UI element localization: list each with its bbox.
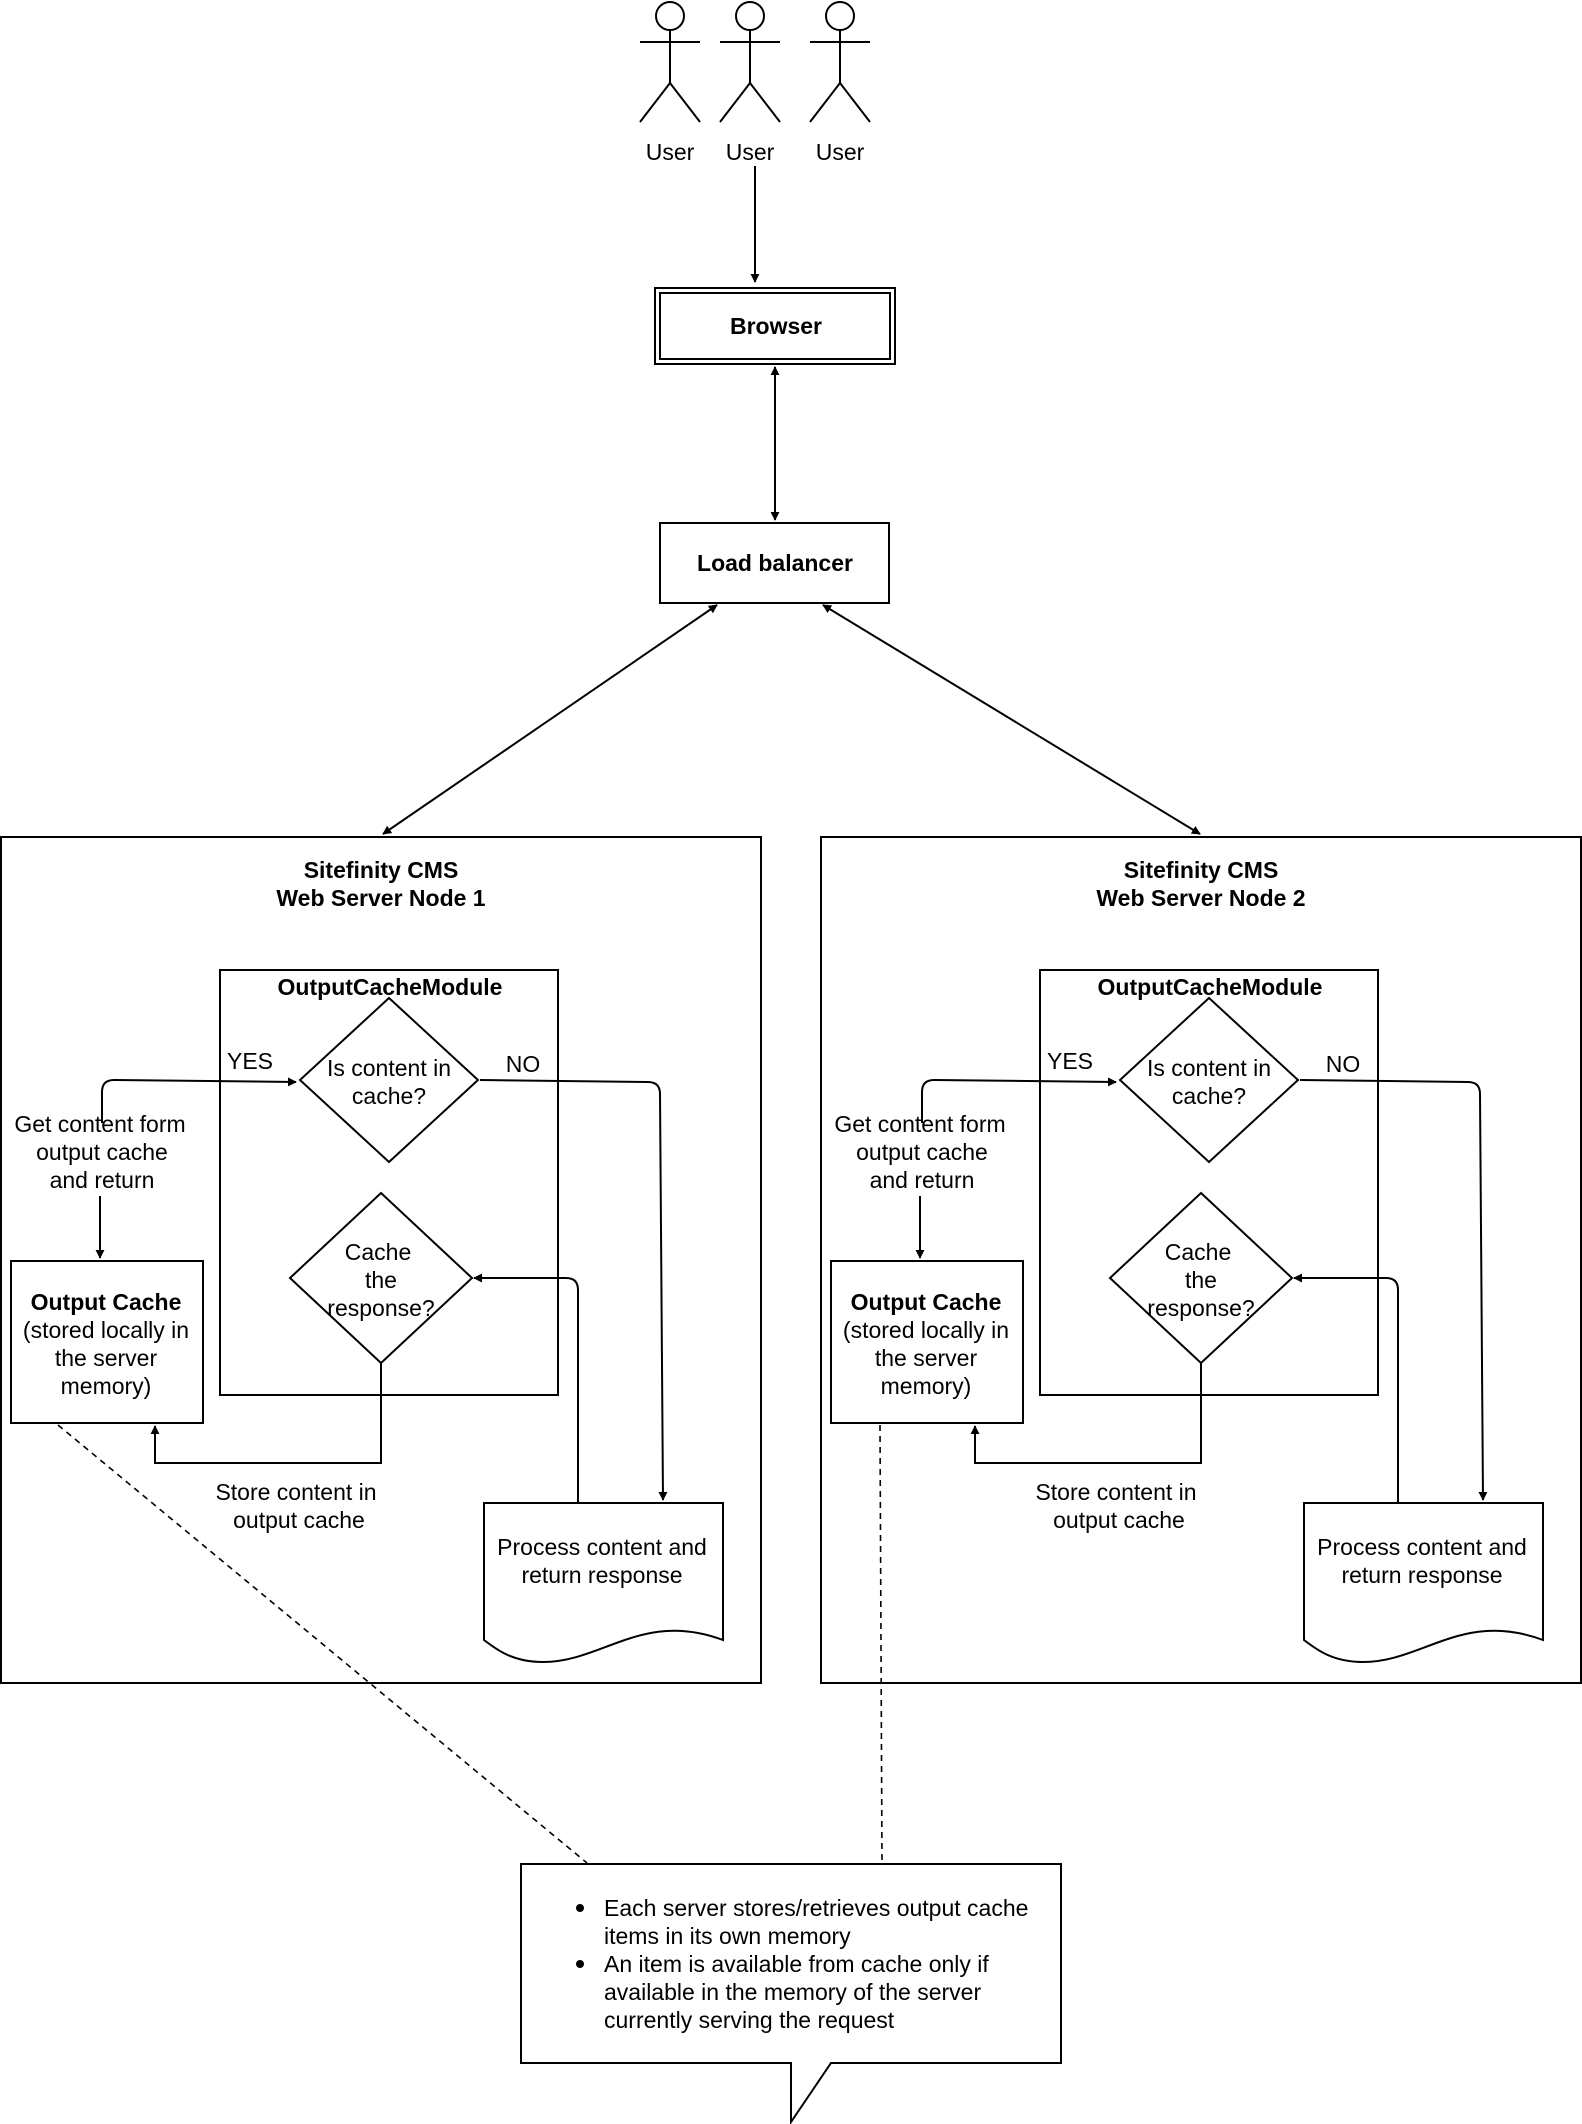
output-cache-box: [830, 1260, 1024, 1424]
output-cache-desc-line-3: memory): [881, 1373, 972, 1399]
loadbalancer-node1-arrow: [382, 604, 718, 835]
store-content-line-1: Store content in: [1035, 1479, 1196, 1505]
node-title-line-2: Web Server Node 2: [1096, 885, 1305, 911]
decision-in-cache-line-2: cache?: [1172, 1083, 1246, 1109]
decision-in-cache-line-1: Is content in: [1147, 1055, 1271, 1081]
yes-arrow: [921, 1077, 1117, 1123]
store-content-arrow: [970, 1363, 1202, 1464]
process-line-1: Process content and: [497, 1534, 707, 1560]
user-label: User: [646, 139, 695, 165]
user-actor-1: User: [639, 1, 701, 165]
node-title-line-1: Sitefinity CMS: [304, 857, 459, 883]
process-line-2: return response: [521, 1562, 682, 1588]
user-label: User: [816, 139, 865, 165]
loadbalancer-node2-arrow: [822, 604, 1201, 835]
process-to-decision-arrow: [473, 1273, 579, 1503]
callout-connector-node-1: [57, 1424, 588, 1864]
store-content-line-2: output cache: [233, 1507, 365, 1533]
user-label: User: [726, 139, 775, 165]
get-content-line-2: output cache: [36, 1139, 168, 1165]
callout-connector-node-2: [879, 1424, 883, 1864]
callout-item-2-line-2: available in the memory of the server: [604, 1979, 981, 2005]
decision-in-cache: [1118, 996, 1300, 1164]
output-cache-module-label: OutputCacheModule: [278, 974, 503, 1000]
decision-cache-response-line-3: response?: [1147, 1295, 1254, 1321]
process-line-1: Process content and: [1317, 1534, 1527, 1560]
callout-item-2-line-1: An item is available from cache only if: [604, 1951, 989, 1977]
output-cache-desc-line-2: the server: [55, 1345, 158, 1371]
process-line-2: return response: [1341, 1562, 1502, 1588]
decision-cache-response-line-2: the: [1185, 1267, 1217, 1293]
decision-cache-response-line-1: Cache: [345, 1239, 411, 1265]
get-content-line-1: Get content form: [14, 1111, 185, 1137]
get-content-line-2: output cache: [856, 1139, 988, 1165]
decision-in-cache-line-1: Is content in: [327, 1055, 451, 1081]
get-content-line-3: and return: [870, 1167, 975, 1193]
process-document: [1303, 1502, 1544, 1664]
no-label: NO: [1326, 1051, 1361, 1077]
output-cache-desc-line-1: (stored locally in: [843, 1317, 1009, 1343]
output-cache-desc-line-2: the server: [875, 1345, 978, 1371]
output-cache-box: [10, 1260, 204, 1424]
user-actor-3: User: [809, 1, 871, 165]
decision-cache-response-line-1: Cache: [1165, 1239, 1231, 1265]
callout-note: Each server stores/retrieves output cach…: [520, 1863, 1062, 2124]
user-actor-2: User: [719, 1, 781, 165]
output-cache-desc-line-3: memory): [61, 1373, 152, 1399]
yes-arrow: [101, 1077, 297, 1123]
no-arrow: [479, 1079, 668, 1501]
decision-in-cache-line-2: cache?: [352, 1083, 426, 1109]
bullet-icon: [576, 1904, 584, 1912]
browser-label: Browser: [730, 313, 822, 339]
load-balancer-box: Load balancer: [659, 522, 890, 604]
node-title-line-1: Sitefinity CMS: [1124, 857, 1279, 883]
callout-item-2-line-3: currently serving the request: [604, 2007, 895, 2033]
yes-label: YES: [227, 1048, 273, 1074]
yes-label: YES: [1047, 1048, 1093, 1074]
bullet-icon: [576, 1960, 584, 1968]
callout-item-1-line-1: Each server stores/retrieves output cach…: [604, 1895, 1028, 1921]
process-document: [483, 1502, 724, 1664]
output-cache-module-label: OutputCacheModule: [1098, 974, 1323, 1000]
store-content-arrow: [150, 1363, 382, 1464]
process-to-decision-arrow: [1293, 1273, 1399, 1503]
callout-item-1-line-2: items in its own memory: [604, 1923, 851, 1949]
browser-box: Browser: [654, 287, 896, 365]
store-content-line-1: Store content in: [215, 1479, 376, 1505]
node-title-line-2: Web Server Node 1: [276, 885, 485, 911]
output-cache-title: Output Cache: [31, 1289, 182, 1315]
no-label: NO: [506, 1051, 541, 1077]
output-cache-desc-line-1: (stored locally in: [23, 1317, 189, 1343]
no-arrow: [1299, 1079, 1488, 1501]
decision-cache-response-line-3: response?: [327, 1295, 434, 1321]
store-content-line-2: output cache: [1053, 1507, 1185, 1533]
get-content-line-1: Get content form: [834, 1111, 1005, 1137]
decision-cache-response-line-2: the: [365, 1267, 397, 1293]
web-server-node-2: Sitefinity CMS Web Server Node 2 OutputC…: [820, 836, 1582, 1684]
load-balancer-label: Load balancer: [697, 550, 853, 576]
get-content-line-3: and return: [50, 1167, 155, 1193]
web-server-node-1: Sitefinity CMS Web Server Node 1 OutputC…: [0, 836, 762, 1684]
output-cache-title: Output Cache: [851, 1289, 1002, 1315]
decision-in-cache: [298, 996, 480, 1164]
